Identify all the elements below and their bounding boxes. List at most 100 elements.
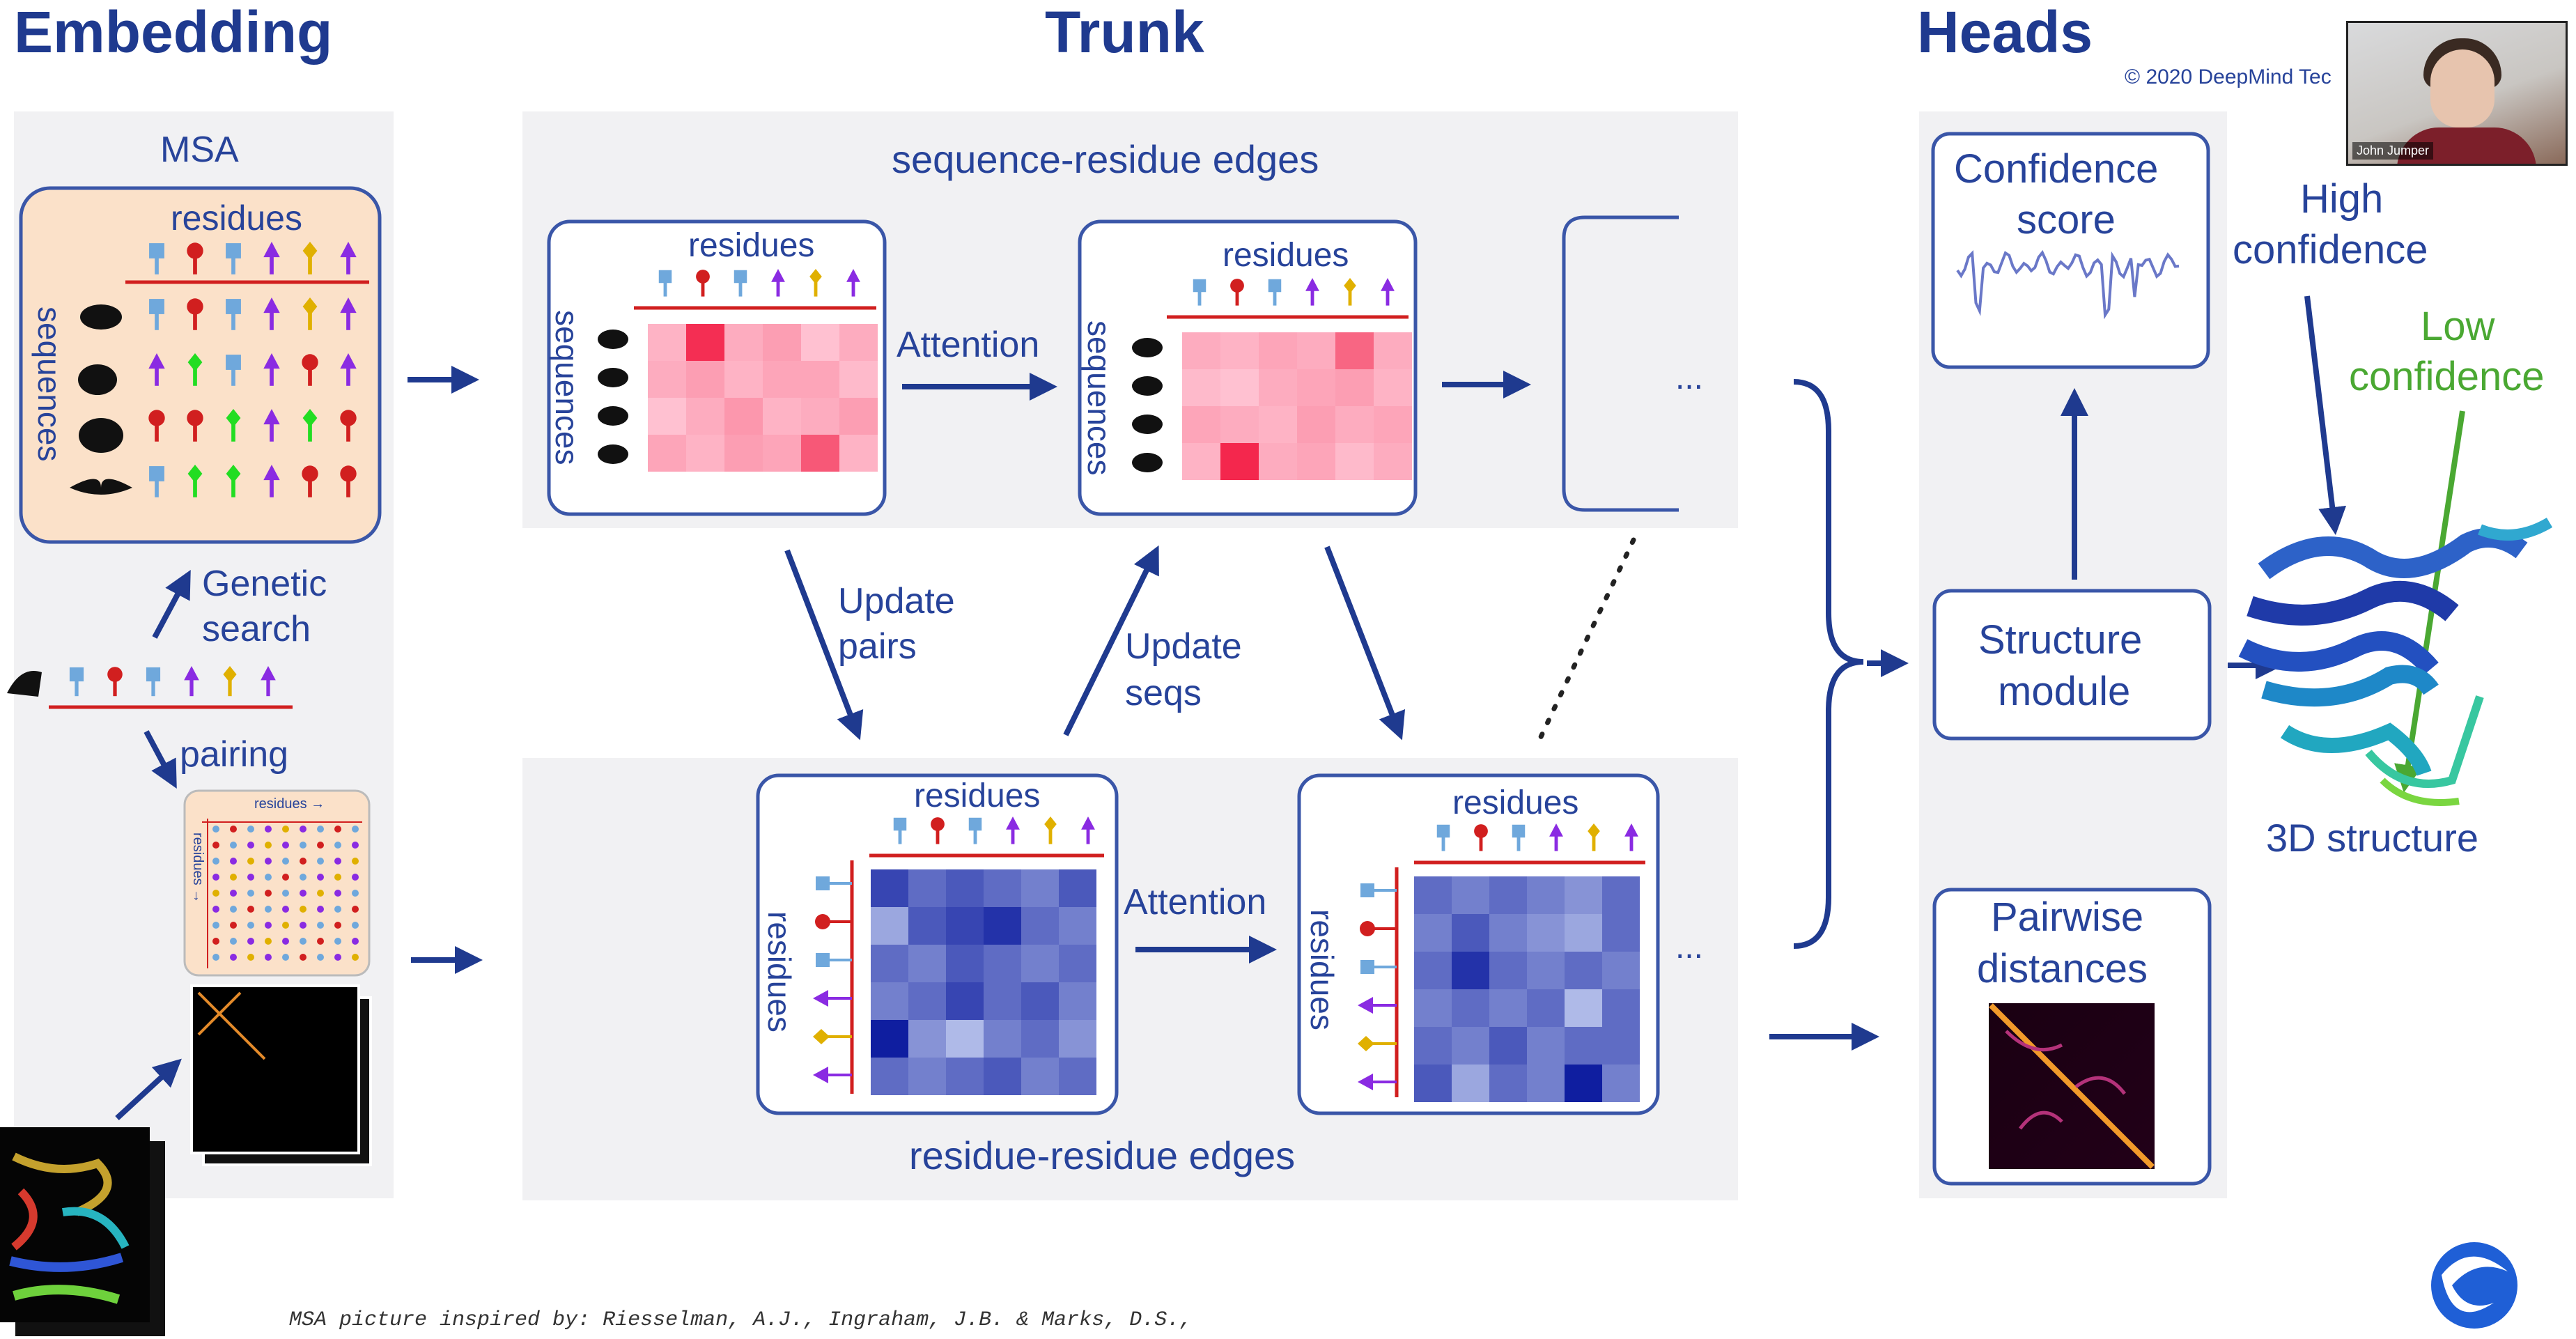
heatmap-cell (1059, 982, 1096, 1020)
low-confidence-label-1: Low (2421, 304, 2496, 349)
pair-mini-dot (247, 842, 254, 849)
pair-mini-dot (247, 938, 254, 945)
residue-circle (696, 270, 710, 284)
heatmap-cell (1452, 1065, 1489, 1102)
residue-triangle (184, 666, 199, 681)
residue-square (1512, 824, 1526, 838)
pair-mini-dot (300, 890, 307, 897)
residue-square (1193, 279, 1206, 293)
pair-mini-dot (334, 906, 341, 913)
pair-mini-dot (300, 922, 307, 929)
residue-circle (931, 817, 945, 831)
residue-circle (187, 410, 203, 426)
heatmap-cell (1602, 876, 1640, 914)
query-symbols (69, 666, 276, 697)
animal-icon (598, 368, 628, 387)
pair-mini-dot (265, 842, 272, 849)
pair-mini-dot (300, 842, 307, 849)
heatmap-cell (763, 324, 801, 361)
update-pairs-label-1: Update (838, 581, 955, 621)
heatmap-cell (1220, 369, 1259, 406)
heatmap-cell (839, 435, 878, 472)
heatmap-cell (1602, 952, 1640, 989)
pair-mini-dot (230, 826, 237, 833)
heatmap-cell (908, 945, 946, 982)
genetic-search-label-1: Genetic (202, 564, 327, 604)
seq-block-2-sequences: sequences (1081, 320, 1117, 476)
residue-circle (302, 465, 318, 482)
heatmap-cell (763, 435, 801, 472)
pairing-arrow (143, 730, 177, 789)
residue-triangle (340, 297, 357, 314)
pair-block-2: residues residues (1297, 773, 1660, 1115)
pair-mini-dot (212, 842, 219, 849)
pair-block-2-top-symbols (1436, 823, 1638, 851)
residue-diamond (187, 465, 203, 483)
seq-block-1-animals (598, 330, 628, 464)
heatmap-cell (1414, 952, 1452, 989)
heatmap-cell (946, 1058, 984, 1095)
animal-icon (598, 444, 628, 464)
heatmap-cell (1259, 369, 1297, 406)
heatmap-cell (801, 361, 839, 398)
heatmap-cell (1335, 369, 1374, 406)
heatmap-cell (1489, 989, 1527, 1027)
heatmap-cell (984, 1058, 1021, 1095)
pair-mini-dot (212, 922, 219, 929)
pair-mini-dot (317, 874, 324, 881)
structure-module-label-1: Structure (1978, 617, 2142, 663)
heatmap-cell (1414, 1065, 1452, 1102)
pair-mini-dot (300, 938, 307, 945)
residue-triangle (1624, 823, 1638, 837)
heatmap-cell (1021, 1058, 1059, 1095)
footer-citation: MSA picture inspired by: Riesselman, A.J… (289, 1308, 1192, 1332)
heatmap-cell (1452, 914, 1489, 952)
residue-square (149, 466, 164, 481)
heatmap-cell (871, 1020, 908, 1058)
confidence-score-box (1931, 132, 2210, 369)
pair-mini-dot (317, 890, 324, 897)
heatmap-cell (1182, 369, 1220, 406)
residue-square (1360, 883, 1374, 897)
heatmap-cell (686, 361, 724, 398)
pair-mini-dot (352, 842, 359, 849)
residue-triangle (148, 353, 165, 369)
animal-icon (598, 406, 628, 426)
animal-icon (1132, 338, 1163, 357)
low-confidence-label-2: confidence (2349, 354, 2545, 399)
update-seqs-label-2: seqs (1125, 673, 1202, 713)
residue-triangle (261, 666, 276, 681)
pair-mini-dot (300, 874, 307, 881)
animal-icon (1132, 415, 1163, 434)
pair-mini-box (183, 789, 371, 977)
pair-mini-dot (230, 922, 237, 929)
seq-block-2-residues: residues (1223, 237, 1349, 274)
pair-mini-dot (212, 826, 219, 833)
seq-block-2-symbols (1193, 278, 1395, 306)
residue-square (816, 876, 830, 890)
pair-mini-residues: residues → (254, 796, 325, 812)
heatmap-cell (871, 1058, 908, 1095)
heatmap-cell (1602, 989, 1640, 1027)
pairwise-distances-label-1: Pairwise (1991, 895, 2143, 940)
3d-structure-label: 3D structure (2266, 816, 2478, 860)
confidence-score-label-1: Confidence (1954, 146, 2158, 192)
pair-mini-dot (300, 858, 307, 865)
residue-diamond (302, 242, 318, 260)
seal-icon (80, 304, 122, 330)
heatmap-cell (801, 324, 839, 361)
residue-square (1360, 960, 1374, 974)
seq-to-pair-arrow-2 (1324, 545, 1406, 741)
heatmap-cell (1182, 443, 1220, 480)
heatmap-cell (871, 945, 908, 982)
pair-block-1: residues residues (756, 773, 1119, 1115)
heatmap-cell (1452, 876, 1489, 914)
animal-icon (598, 330, 628, 349)
residue-circle (1360, 921, 1375, 936)
heatmap-cell (1059, 1058, 1096, 1095)
heatmap-cell (1489, 914, 1527, 952)
pair-mini-dot (352, 938, 359, 945)
residue-diamond (226, 409, 241, 427)
heatmap-cell (1565, 989, 1602, 1027)
heatmap-cell (1414, 989, 1452, 1027)
